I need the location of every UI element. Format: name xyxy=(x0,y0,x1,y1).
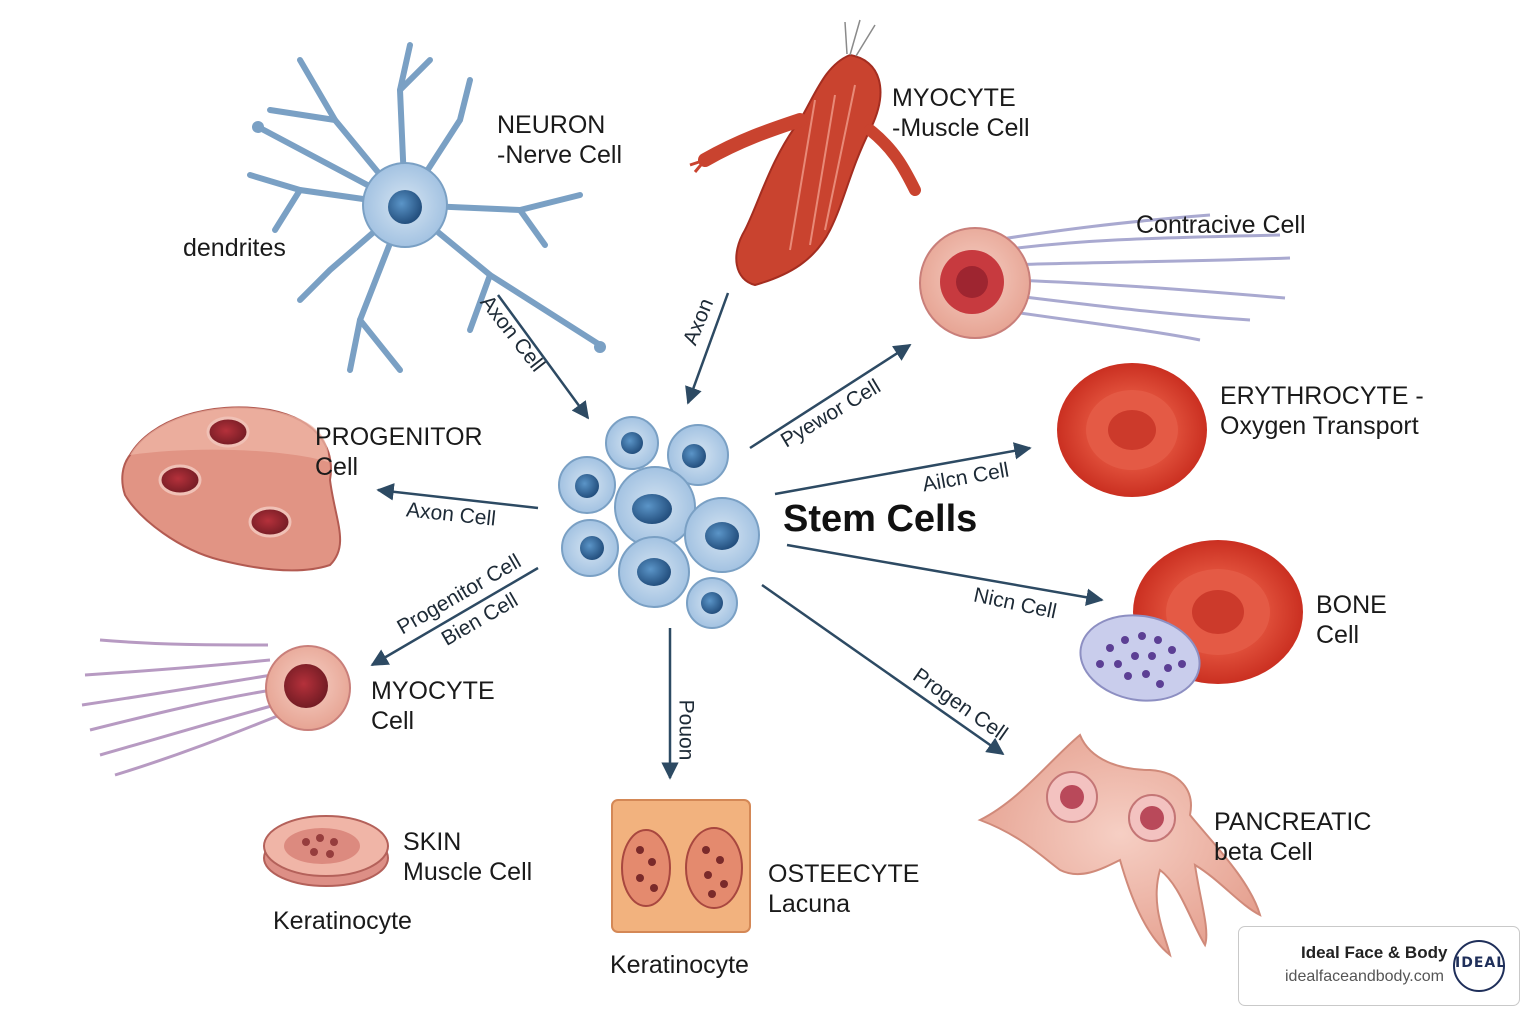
myocyte-top-label-line2: -Muscle Cell xyxy=(892,114,1030,142)
osteocyte-label-line2: Lacuna xyxy=(768,890,851,918)
progenitor-label-line2: Cell xyxy=(315,453,359,481)
contractive-cell-illustration xyxy=(919,213,1291,342)
arrow-to-progenitor xyxy=(376,483,539,510)
neuron-nucleus xyxy=(388,190,422,224)
neuron-terminal xyxy=(252,121,264,133)
myocyte-top-illustration xyxy=(689,19,921,287)
arrow-to-erythrocyte xyxy=(774,442,1032,496)
arrow-to-pancreatic xyxy=(761,583,1005,756)
arrow-to-myocyte-left xyxy=(370,566,539,667)
neuron-label-line2: -Nerve Cell xyxy=(497,141,623,169)
brand-badge[interactable]: Ideal Face & Body idealfaceandbody.com I… xyxy=(1238,926,1520,1006)
osteocyte-illustration xyxy=(611,799,751,933)
arrow-label-keratinocyte: Pouon xyxy=(674,699,698,761)
skin-label: SKIN Muscle Cell xyxy=(403,827,532,887)
skin-label-line1: SKIN xyxy=(403,828,462,856)
bone-label-line1: BONE xyxy=(1316,591,1387,619)
progenitor-illustration xyxy=(121,406,342,572)
arrow-to-neuron xyxy=(496,294,590,420)
stem-cells-title: Stem Cells xyxy=(783,498,978,540)
pancreatic-label-line2: beta Cell xyxy=(1214,838,1313,866)
brand-name: Ideal Face & Body xyxy=(1301,943,1448,962)
progenitor-label-line1: PROGENITOR xyxy=(315,423,483,451)
skin-caption: Keratinocyte xyxy=(273,907,412,935)
myocyte-top-label: MYOCYTE -Muscle Cell xyxy=(892,83,1030,143)
osteocyte-caption: Keratinocyte xyxy=(610,951,749,979)
arrow-to-contractive xyxy=(749,343,912,450)
stem-cell-cluster xyxy=(558,416,760,629)
neuron-label: NEURON -Nerve Cell xyxy=(497,110,622,170)
skin-label-line2: Muscle Cell xyxy=(403,858,533,886)
dendrites-label: dendrites xyxy=(183,234,286,262)
pancreatic-label-line1: PANCREATIC xyxy=(1214,808,1372,836)
brand-logo-icon: IDEAL xyxy=(1453,940,1505,992)
erythrocyte-label: ERYTHROCYTE - Oxygen Transport xyxy=(1220,381,1424,441)
erythrocyte-label-line1: ERYTHROCYTE - xyxy=(1220,382,1424,410)
neuron-terminal xyxy=(594,341,606,353)
contractive-label: Contracive Cell xyxy=(1136,211,1306,239)
neuron-label-line1: NEURON xyxy=(497,111,606,139)
myocyte-left-label-line2: Cell xyxy=(371,707,415,735)
progenitor-label: PROGENITOR Cell xyxy=(315,422,483,482)
myocyte-left-label-line1: MYOCYTE xyxy=(371,677,495,705)
bone-cell-illustration xyxy=(1079,540,1303,702)
arrow-to-myocyte-top xyxy=(685,292,730,405)
bone-label: BONE Cell xyxy=(1316,590,1387,650)
myocyte-top-label-line1: MYOCYTE xyxy=(892,84,1016,112)
arrow-to-bone xyxy=(786,543,1104,606)
osteocyte-label-line1: OSTEECYTE xyxy=(768,860,920,888)
erythrocyte-illustration xyxy=(1057,363,1207,497)
skin-cell-illustration xyxy=(263,815,389,887)
brand-url[interactable]: idealfaceandbody.com xyxy=(1285,968,1444,985)
myocyte-left-illustration xyxy=(81,638,351,777)
myocyte-left-label: MYOCYTE Cell xyxy=(371,676,495,736)
arrows xyxy=(370,292,1104,780)
bone-label-line2: Cell xyxy=(1316,621,1360,649)
pancreatic-cell-illustration xyxy=(977,733,1262,958)
brand-logo-text: IDEAL xyxy=(1455,955,1507,971)
osteocyte-label: OSTEECYTE Lacuna xyxy=(768,859,919,919)
pancreatic-label: PANCREATIC beta Cell xyxy=(1214,807,1371,867)
erythrocyte-label-line2: Oxygen Transport xyxy=(1220,412,1419,440)
